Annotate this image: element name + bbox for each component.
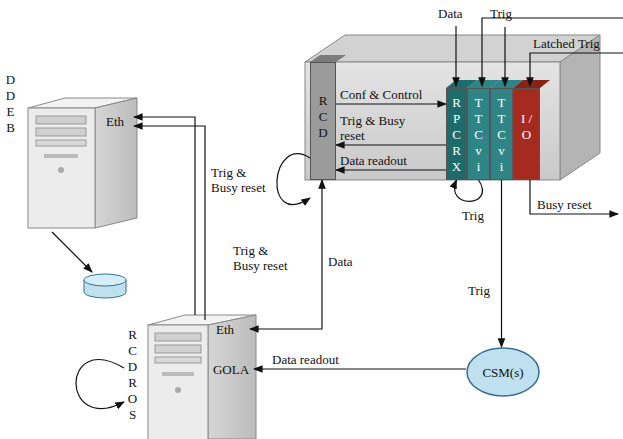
signal-label: Trig & Busy reset bbox=[233, 243, 297, 273]
edge-label: Trig & Busy reset bbox=[211, 165, 273, 195]
edge-label: Data readout bbox=[340, 153, 440, 168]
connector-arrow bbox=[134, 126, 205, 320]
vertical-label: T T C v i bbox=[495, 89, 508, 175]
edge-label: Trig & Busy reset bbox=[340, 113, 410, 143]
rcd-module: R C D bbox=[310, 62, 336, 180]
connector-arrow bbox=[501, 180, 502, 347]
node-label: Eth bbox=[216, 322, 234, 337]
signal-label: Data bbox=[438, 6, 478, 21]
node-label: Eth bbox=[106, 114, 124, 129]
disk-symbol bbox=[52, 232, 126, 298]
ttcvi-module: T T C v i bbox=[467, 88, 490, 180]
connector-arrow bbox=[254, 368, 466, 369]
csm-ellipse: CSM(s) bbox=[466, 347, 540, 397]
port-label: GOLA bbox=[208, 360, 254, 378]
connector-arrow bbox=[134, 117, 195, 315]
connector-arrow bbox=[336, 169, 446, 170]
connector-arrow bbox=[455, 180, 483, 201]
edge-label: Data readout bbox=[272, 352, 372, 367]
vme-crate bbox=[305, 35, 600, 180]
computer: D D E BEth bbox=[28, 98, 137, 228]
edge-label: Data bbox=[328, 254, 368, 269]
signal-label: Trig bbox=[490, 6, 530, 21]
signal-label: Busy reset bbox=[537, 197, 617, 212]
edge-label: Conf & Control bbox=[340, 87, 444, 102]
rpcrx-module: R P C R X bbox=[446, 88, 467, 180]
computer: R C D R O S EthGOLA bbox=[124, 315, 256, 439]
port-label: Eth bbox=[200, 320, 250, 338]
port-label: Eth bbox=[96, 112, 134, 130]
connector-arrow bbox=[336, 103, 446, 104]
computer-tower bbox=[28, 98, 137, 228]
vertical-label: D D E B bbox=[4, 72, 17, 136]
node-label: GOLA bbox=[213, 362, 249, 377]
node-label: CSM(s) bbox=[482, 365, 523, 380]
edge-label: Trig bbox=[462, 208, 502, 223]
vertical-label: I / O bbox=[520, 89, 533, 143]
signal-label: Latched Trig bbox=[533, 36, 619, 51]
vertical-label: R P C R X bbox=[450, 89, 463, 175]
connector-arrow bbox=[336, 144, 446, 145]
computer-tower bbox=[148, 315, 256, 439]
vertical-label: R C D R O S bbox=[126, 327, 139, 423]
vertical-label: R C D bbox=[317, 63, 330, 141]
edge-label: Trig bbox=[468, 283, 498, 298]
io-module: I / O bbox=[513, 88, 540, 180]
vertical-label: T T C v i bbox=[472, 89, 485, 175]
ttcvi-module: T T C v i bbox=[490, 88, 513, 180]
connector-arrow bbox=[76, 360, 124, 409]
connector-arrow bbox=[277, 154, 310, 205]
